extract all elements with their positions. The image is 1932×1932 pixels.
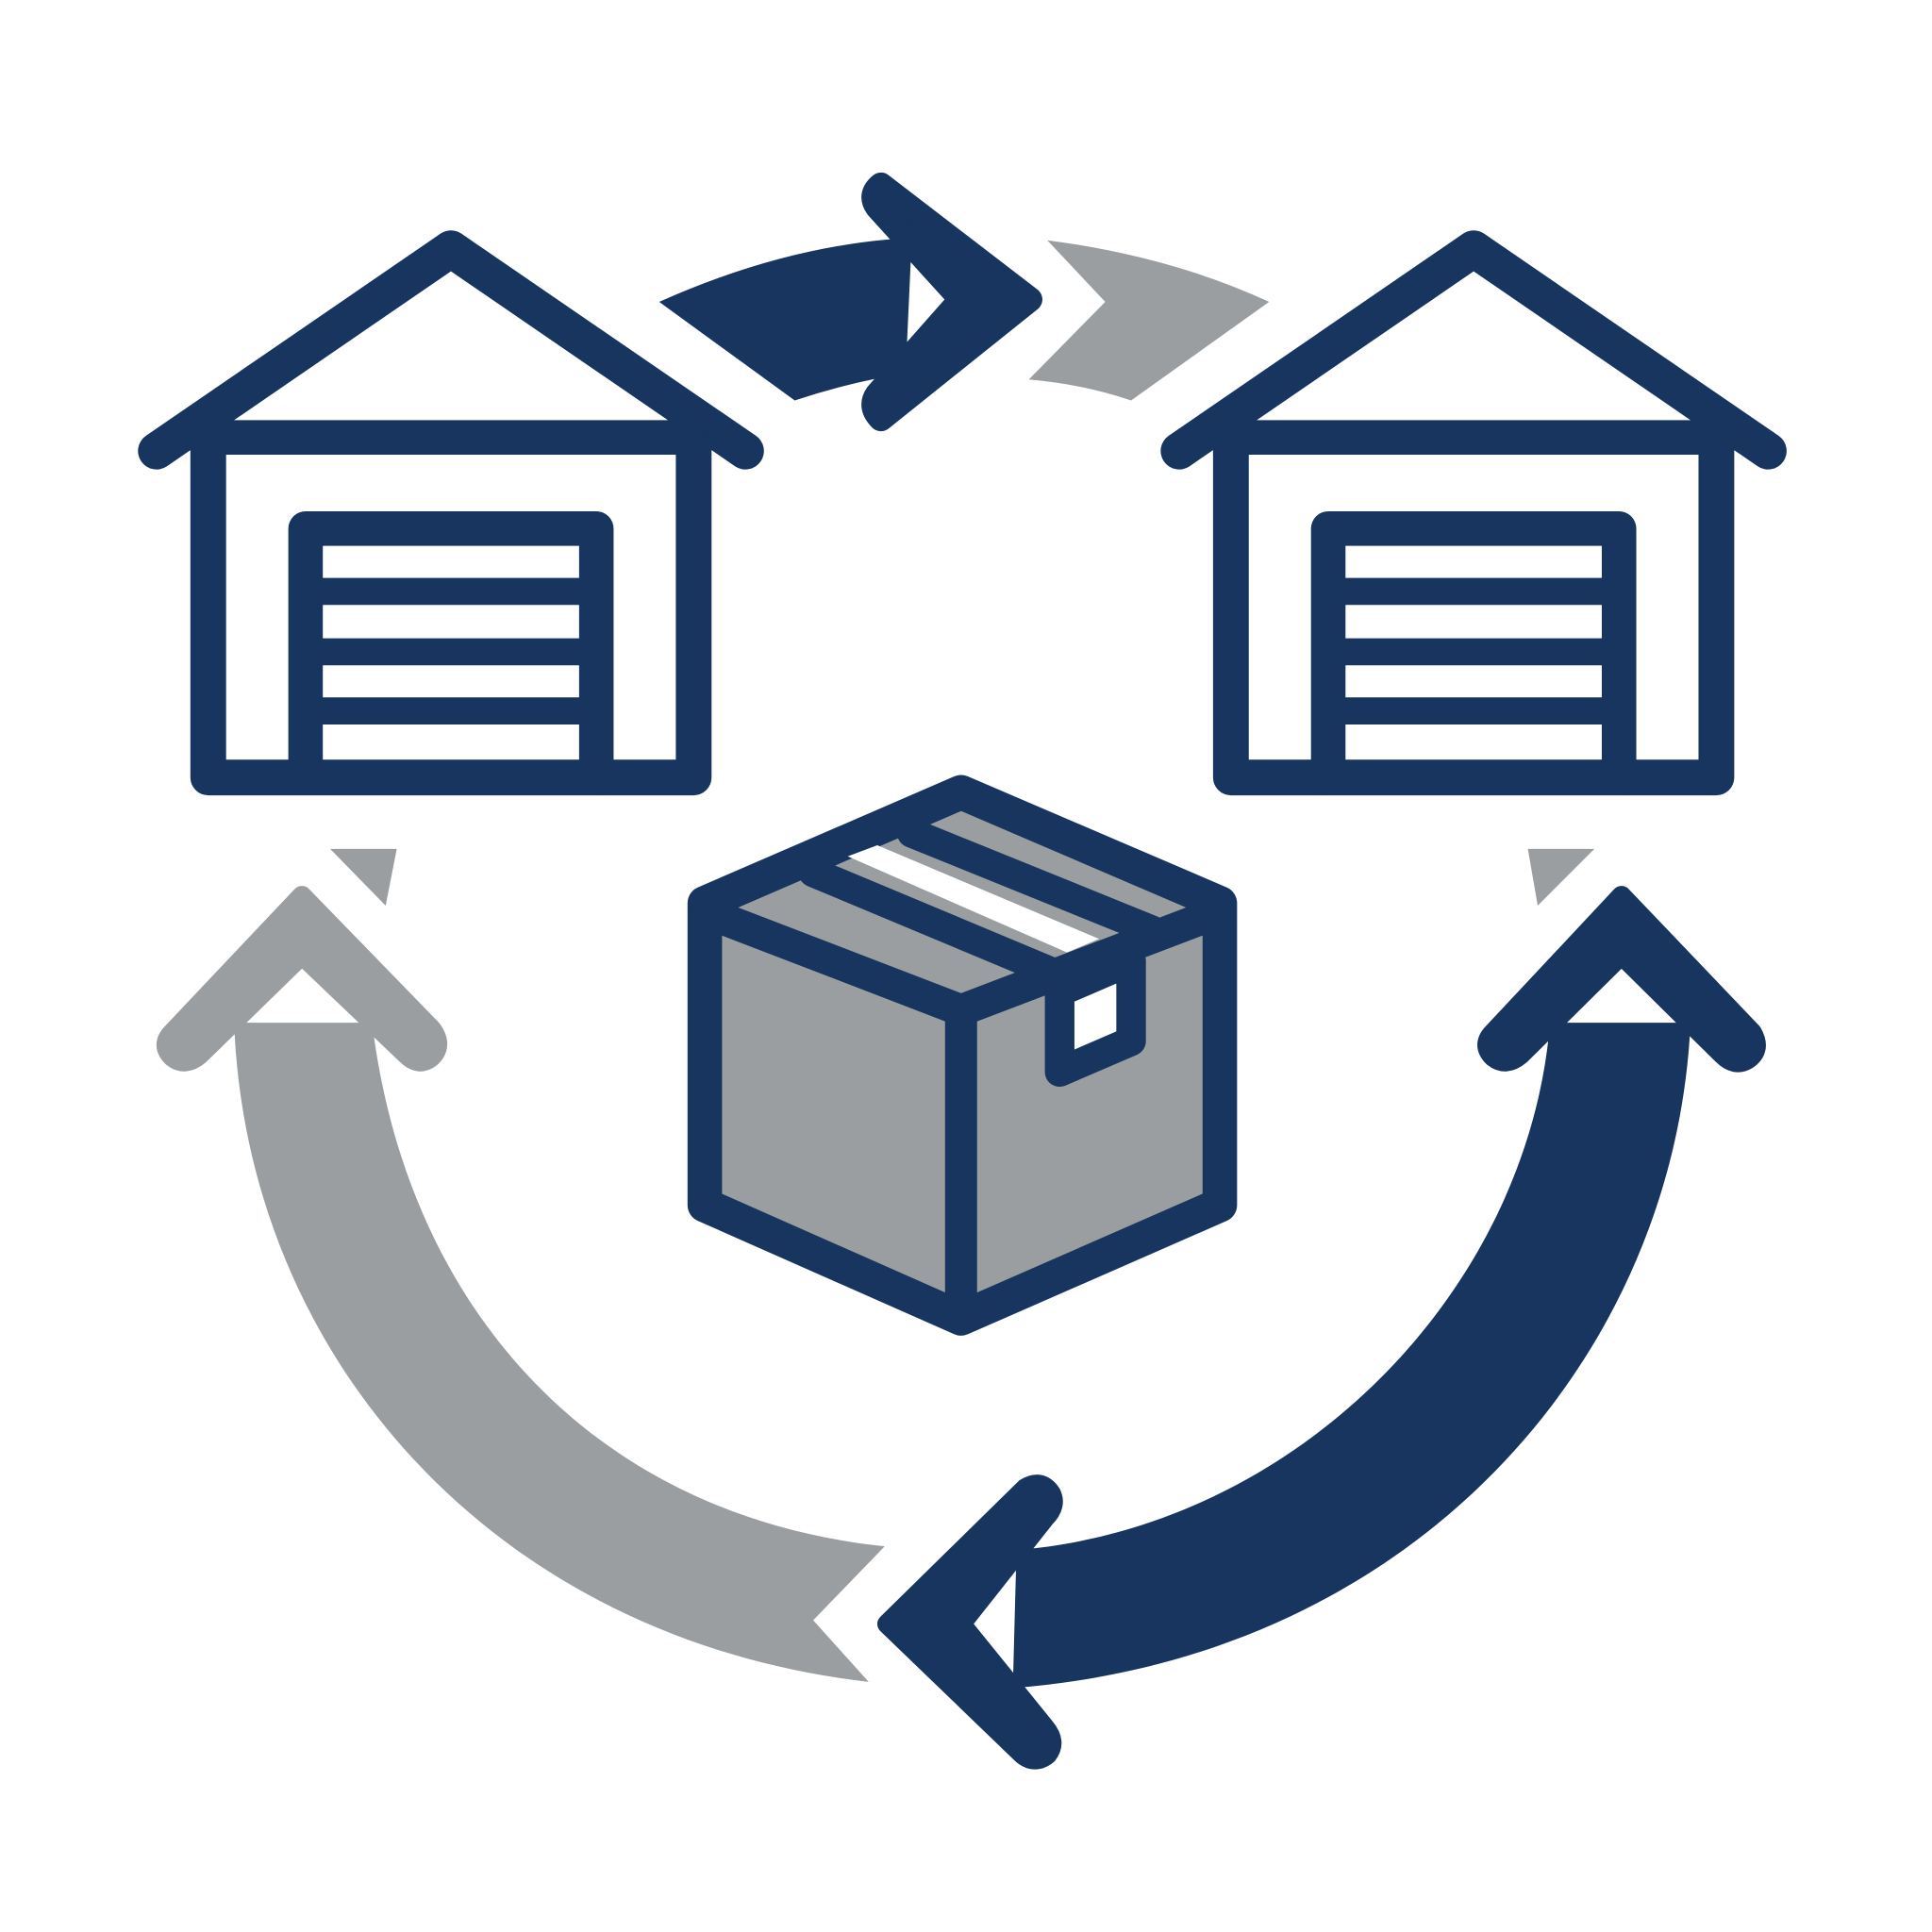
warehouse-right-icon	[1160, 230, 1787, 796]
right-arrow-icon	[876, 886, 1766, 1770]
top-arrow-tail-icon	[1028, 240, 1270, 401]
box-label	[1044, 946, 1146, 1087]
left-wedge-icon	[330, 848, 397, 906]
box-icon	[687, 774, 1238, 1336]
warehouse-left-icon	[138, 230, 764, 796]
box-tape	[847, 845, 1100, 953]
right-wedge-icon	[1527, 848, 1595, 906]
left-arrow-icon	[156, 886, 885, 1682]
top-arrow-icon	[658, 172, 1042, 432]
